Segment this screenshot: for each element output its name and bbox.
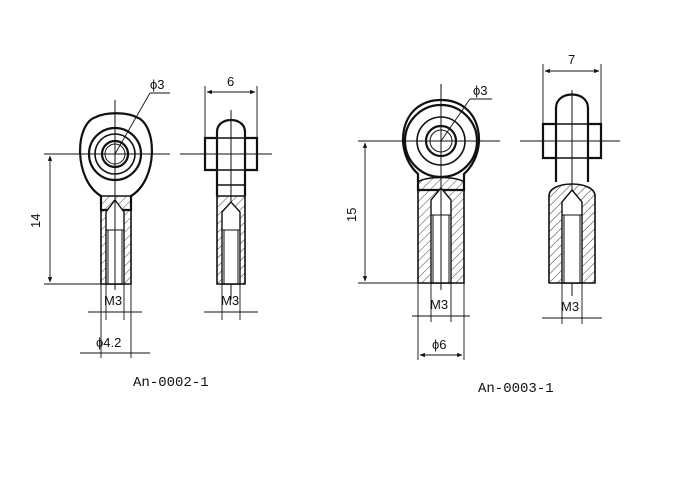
ball-bore [100,139,130,169]
rod-end-head [402,98,480,192]
ball-side-left [541,122,556,160]
side-view-2: 7 M3 [520,52,620,324]
thread-front-label: M3 [430,297,448,312]
ball-bore [424,124,458,158]
width-label: 7 [568,52,575,67]
ball-diameter-label: ϕ3 [150,77,165,92]
thread-side-label: M3 [221,293,239,308]
length-label: 15 [344,208,359,222]
ball-side-right [588,122,603,160]
length-label: 14 [28,214,43,228]
bearing-ring [94,133,136,175]
part-an-0002-1: ϕ3 14 M3 ϕ4.2 [28,74,272,391]
rod-end-head [79,112,153,212]
side-view-1: 6 M3 [180,74,272,320]
shank-diameter-label: ϕ6 [432,337,447,352]
side-head [215,118,247,196]
front-view-1: ϕ3 14 M3 ϕ4.2 [28,77,170,358]
bearing-outer-ring [87,126,143,182]
ball-side-right [245,136,259,172]
side-head [554,93,590,182]
part-caption: An-0003-1 [478,381,554,397]
ball-bore-inner [104,143,126,165]
ball-side-left [203,136,217,172]
thread-front-label: M3 [104,293,122,308]
shank-diameter-label: ϕ4.2 [96,335,121,350]
thread-side-label: M3 [561,299,579,314]
ball-diameter-label: ϕ3 [473,83,488,98]
front-view-2: ϕ3 15 M3 ϕ6 [344,83,500,360]
part-caption: An-0002-1 [133,375,209,391]
width-label: 6 [227,74,234,89]
part-an-0003-1: ϕ3 15 M3 ϕ6 [344,52,620,397]
bearing-ring [416,116,466,166]
ball-bore-inner [429,129,453,153]
